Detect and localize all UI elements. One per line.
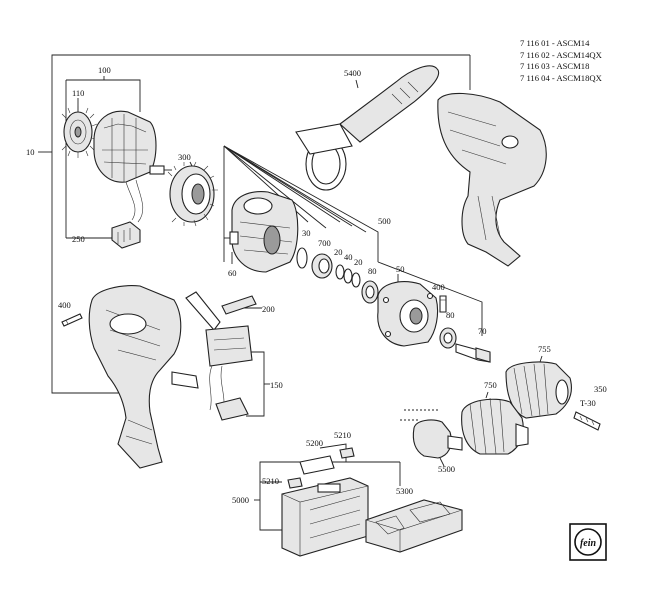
bearing-700-part: [311, 253, 333, 279]
motor-100-part: [93, 110, 172, 223]
bearing-80a-part: [361, 280, 379, 304]
model-line-4: 7 116 04 - ASCM18QX: [520, 72, 602, 83]
adapter-5500-part: [412, 419, 463, 459]
label-250: 250: [72, 234, 85, 244]
label-5400: 5400: [344, 68, 361, 78]
housing-left-part: [88, 285, 199, 469]
switch-150-part: [185, 291, 253, 421]
clutch-500-part: [377, 281, 439, 347]
case-handle-5200-part: [287, 447, 355, 489]
label-5210a: 5210: [334, 430, 351, 440]
leader-755: [539, 355, 543, 363]
ring-gear-300-part: [167, 161, 218, 227]
leader-750: [485, 391, 489, 399]
chuck-755-part: [505, 361, 573, 419]
label-T30: T-30: [580, 398, 596, 408]
label-70: 70: [478, 326, 487, 336]
label-30: 30: [302, 228, 311, 238]
spindle-70-part: [455, 343, 491, 363]
fein-logo-icon: fein: [569, 523, 607, 561]
label-20a: 20: [334, 247, 343, 257]
label-80b: 80: [446, 310, 455, 320]
bracket-10: [38, 54, 471, 394]
logo-text: fein: [580, 538, 597, 549]
label-20b: 20: [354, 257, 363, 267]
case-5000-part: [281, 477, 369, 557]
dashed-leader: [400, 409, 440, 421]
label-5210b: 5210: [262, 476, 279, 486]
leader-5400: [355, 79, 359, 89]
screw-400b-part: [439, 295, 447, 313]
ring-30-part: [296, 247, 308, 269]
label-500: 500: [378, 216, 391, 226]
insert-5300-part: [365, 499, 463, 553]
model-line-3: 7 116 03 - ASCM18: [520, 61, 590, 72]
label-400b: 400: [432, 282, 445, 292]
label-100: 100: [98, 65, 111, 75]
gear-110-part: [61, 106, 98, 158]
side-handle-5400-part: [295, 65, 440, 191]
gearbox-housing-part: [224, 191, 299, 273]
label-400a: 400: [58, 300, 71, 310]
label-5300: 5300: [396, 486, 413, 496]
label-40: 40: [344, 252, 353, 262]
label-700: 700: [318, 238, 331, 248]
label-5000: 5000: [232, 495, 249, 505]
label-150: 150: [270, 380, 283, 390]
bracket-100: [65, 76, 141, 239]
housing-right-part: [437, 92, 547, 267]
bracket-150: [246, 351, 270, 417]
label-10: 10: [26, 147, 35, 157]
leader-5500: [439, 457, 445, 467]
label-50: 50: [396, 264, 405, 274]
bracket-gearbox: [223, 145, 483, 336]
label-350: 350: [594, 384, 607, 394]
label-755: 755: [538, 344, 551, 354]
chuck-750-part: [461, 397, 529, 455]
screw-400a-part: [61, 313, 83, 327]
rings-20-40-part: [335, 264, 361, 288]
model-line-2: 7 116 02 - ASCM14QX: [520, 49, 602, 60]
label-5500: 5500: [438, 464, 455, 474]
model-line-1: 7 116 01 - ASCM14: [520, 38, 590, 48]
bearing-80b-part: [439, 327, 457, 349]
label-750: 750: [484, 380, 497, 390]
screw-350-part: [573, 411, 601, 431]
label-200: 200: [262, 304, 275, 314]
label-5200: 5200: [306, 438, 323, 448]
label-60: 60: [228, 268, 237, 278]
label-110: 110: [72, 88, 84, 98]
clip-250-part: [111, 221, 141, 249]
model-list: 7 116 01 - ASCM14 7 116 02 - ASCM14QX 7 …: [520, 38, 602, 84]
button-200-part: [221, 295, 257, 315]
label-300: 300: [178, 152, 191, 162]
label-80a: 80: [368, 266, 377, 276]
